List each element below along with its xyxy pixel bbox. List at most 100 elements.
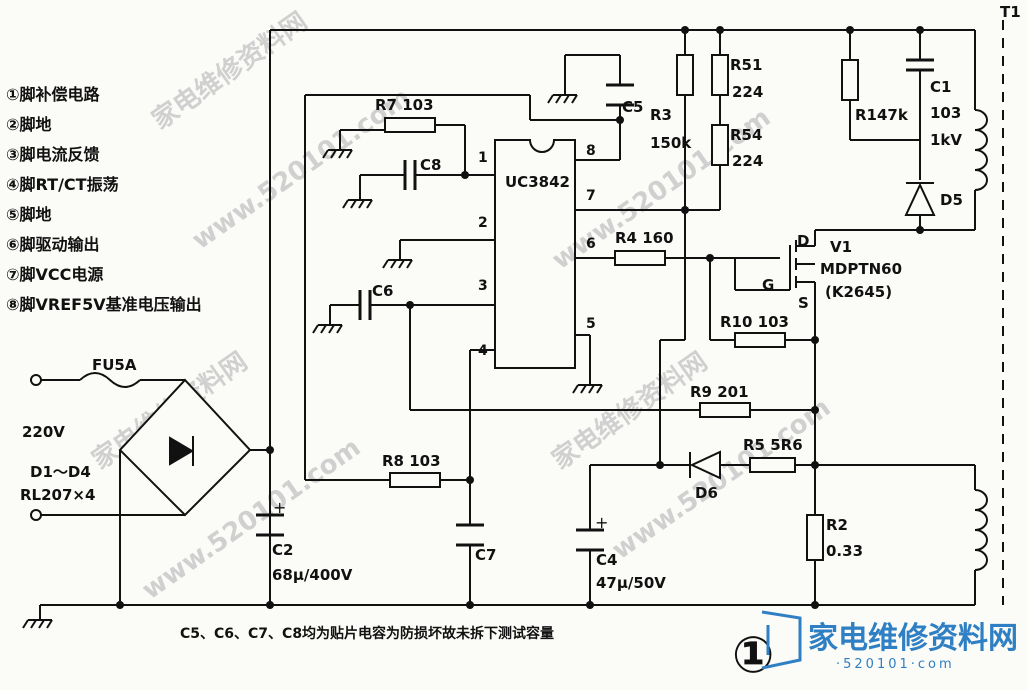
label-drain: D (797, 232, 809, 250)
legend-pin-1: ①脚补偿电路 (6, 85, 101, 104)
site-logo: 家电维修资料网 ·520101·com (761, 610, 1018, 672)
label-d6: D6 (695, 484, 718, 502)
label-v1-name: V1 (830, 238, 852, 256)
logo-text: 家电维修资料网 (808, 621, 1018, 656)
diode-d6 (689, 450, 721, 480)
label-r54-value: 224 (732, 152, 763, 170)
resistor-r51 (711, 54, 729, 96)
resistor-r54 (711, 124, 729, 166)
wires (39, 20, 1004, 620)
resistor-r8 (389, 472, 441, 488)
legend-pin-2: ②脚地 (6, 115, 52, 134)
label-r3-name: R3 (650, 106, 672, 124)
ic-pin-5: 5 (586, 316, 596, 332)
label-fuse: FU5A (92, 356, 137, 374)
capacitor-c2: + (256, 498, 286, 537)
ic-pin-3: 3 (478, 278, 488, 294)
aux-winding (974, 489, 988, 571)
label-d5: D5 (940, 191, 963, 209)
resistor-r2 (806, 514, 824, 561)
label-c1-voltage: 1kV (930, 131, 962, 149)
capacitors: + + (256, 58, 934, 552)
label-c1-name: C1 (930, 78, 951, 96)
legend-pin-7: ⑦脚VCC电源 (6, 265, 103, 284)
ic-name: UC3842 (505, 173, 570, 191)
fuse (79, 372, 141, 388)
primary-winding (974, 109, 988, 191)
label-r2-name: R2 (826, 516, 848, 534)
label-c1-value: 103 (930, 104, 961, 122)
resistor-r4 (614, 250, 666, 266)
ic-pin-6: 6 (586, 236, 596, 252)
label-v1-model: MDPTN60 (820, 260, 902, 278)
label-r51-name: R51 (730, 56, 762, 74)
label-c2-name: C2 (272, 541, 293, 559)
label-r1: R147k (855, 106, 909, 124)
label-bridge-value: RL207×4 (20, 486, 95, 504)
ic-pin-1: 1 (478, 150, 488, 166)
ic-pin-4: 4 (478, 343, 488, 359)
bridge-rectifier (118, 378, 252, 517)
resistor-r7 (384, 117, 436, 133)
resistor-r1 (841, 59, 859, 101)
label-mains: 220V (22, 423, 65, 441)
label-c2-value: 68μ/400V (272, 566, 353, 584)
label-c7: C7 (475, 546, 496, 564)
resistors (384, 54, 859, 561)
diode-d5 (904, 182, 936, 216)
junctions (116, 26, 924, 609)
diodes (689, 182, 936, 480)
capacitor-c8 (403, 160, 417, 190)
terminal-live (30, 374, 42, 386)
svg-text:+: + (273, 498, 286, 517)
label-bridge-name: D1～D4 (30, 463, 91, 481)
label-c4-value: 47μ/50V (596, 574, 666, 592)
label-r10: R10 103 (720, 313, 789, 331)
component-labels: R7 103 C8 C5 C6 R3 150k R51 224 R54 224 … (20, 3, 1021, 592)
capacitor-c7 (456, 523, 484, 547)
label-r3-value: 150k (650, 134, 692, 152)
label-c5: C5 (622, 98, 643, 116)
label-c6: C6 (372, 282, 393, 300)
terminal-neutral (30, 509, 42, 521)
mains-terminals (30, 374, 42, 521)
capacitor-c1 (906, 58, 934, 72)
label-v1-part: (K2645) (825, 283, 892, 301)
ic-uc3842: UC3842 1 2 3 4 5 6 7 8 (478, 139, 596, 369)
label-c8: C8 (420, 156, 441, 174)
label-c4-name: C4 (596, 551, 617, 569)
legend-pin-3: ③脚电流反馈 (6, 145, 100, 164)
resistor-r10 (734, 332, 786, 348)
resistor-r5 (749, 457, 796, 473)
label-gate: G (762, 276, 774, 294)
legend-pin-8: ⑧脚VREF5V基准电压输出 (6, 295, 202, 314)
logo-icon (761, 610, 802, 670)
label-r5: R5 5R6 (743, 436, 803, 454)
resistor-r3 (676, 54, 694, 96)
capacitor-c4: + (576, 513, 608, 552)
ic-pin-8: 8 (586, 143, 596, 159)
label-r51-value: 224 (732, 83, 763, 101)
legend-pin-6: ⑥脚驱动输出 (6, 235, 100, 254)
pin-legend: ①脚补偿电路 ②脚地 ③脚电流反馈 ④脚RT/CT振荡 ⑤脚地 ⑥脚驱动输出 ⑦… (6, 85, 202, 314)
label-r9: R9 201 (690, 383, 749, 401)
label-r7: R7 103 (375, 96, 434, 114)
label-r54-name: R54 (730, 126, 762, 144)
label-r8: R8 103 (382, 452, 441, 470)
label-t1: T1 (1000, 3, 1021, 21)
ic-pin-7: 7 (586, 188, 596, 204)
label-r2-value: 0.33 (826, 542, 863, 560)
svg-text:+: + (595, 513, 608, 532)
capacitor-c6 (358, 290, 372, 320)
ic-pin-2: 2 (478, 215, 488, 231)
transformer-windings (974, 109, 988, 571)
legend-pin-4: ④脚RT/CT振荡 (6, 175, 119, 194)
capacitor-c5 (606, 83, 634, 107)
watermark-site-1: 家电维修资料网 (146, 6, 313, 136)
resistor-r9 (699, 402, 751, 418)
footnote: C5、C6、C7、C8均为贴片电容为防损坏故未拆下测试容量 (180, 625, 554, 642)
label-source: S (798, 294, 809, 312)
label-r4: R4 160 (615, 229, 674, 247)
legend-pin-5: ⑤脚地 (6, 205, 52, 224)
